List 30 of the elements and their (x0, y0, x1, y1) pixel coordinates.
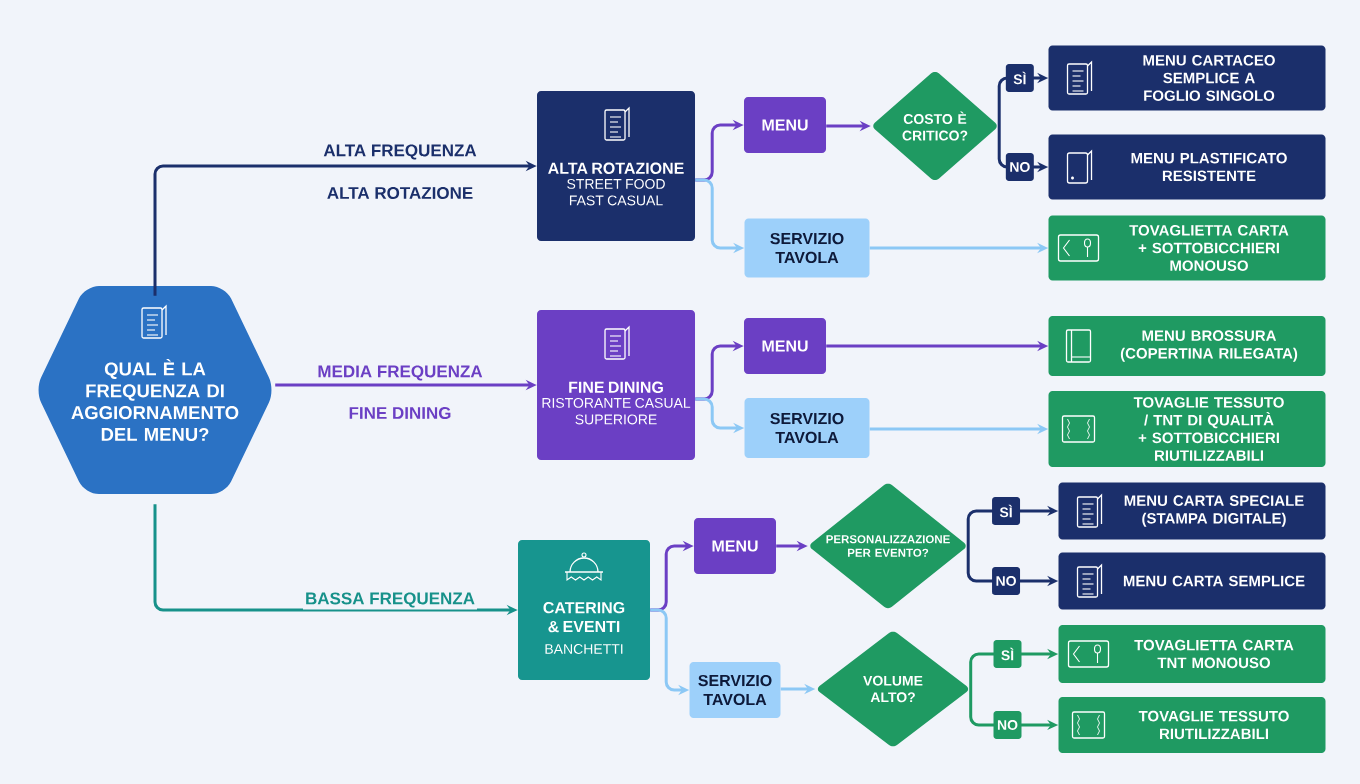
service-box: SERVIZIO TAVOLA (744, 218, 870, 278)
service-box: SERVIZIO TAVOLA (744, 398, 870, 458)
edge-label: MEDIA FREQUENZA (315, 363, 485, 383)
result-box: MENU PLASTIFICATO RESISTENTE (1048, 134, 1326, 200)
answer-badge: NO (993, 711, 1022, 739)
result-box: TOVAGLIETTA CARTA TNT MONOUSO (1058, 625, 1326, 683)
branch-label: FINE DINING (349, 407, 451, 419)
result-box: TOVAGLIETTA CARTA + SOTTOBICCHIERI MONOUSO (1048, 215, 1326, 281)
result-box: MENU CARTA SPECIALE (STAMPA DIGITALE) (1058, 482, 1326, 540)
menu-box: MENU (694, 518, 776, 574)
result-box: MENU BROSSURA (COPERTINA RILEGATA) (1048, 316, 1326, 376)
menu-box: MENU (744, 97, 826, 153)
category-box: ALTA ROTAZIONE STREET FOOD FAST CASUAL (537, 91, 695, 241)
menu-box: MENU (744, 318, 826, 374)
answer-badge: NO (992, 567, 1021, 595)
edge-label: ALTA FREQUENZA (321, 142, 479, 162)
hexagon-decision: QUAL È LA FREQUENZA DI AGGIORNAMENTO DEL MENU? (38, 286, 272, 494)
service-box: SERVIZIO TAVOLA (689, 662, 781, 718)
result-box: TOVAGLIE TESSUTO RIUTILIZZABILI (1058, 697, 1326, 753)
result-box: MENU CARTA SEMPLICE (1058, 552, 1326, 610)
answer-badge: SÌ (993, 640, 1022, 668)
answer-badge: NO (1005, 153, 1034, 181)
category-box: FINE DINING RISTORANTE CASUAL SUPERIORE (537, 310, 695, 460)
result-box: TOVAGLIE TESSUTO / TNT DI QUALITÀ + SOTTOBICCHIERI RIUTILIZZABILI (1048, 391, 1326, 467)
result-box: MENU CARTACEO SEMPLICE A FOGLIO SINGOLO (1048, 45, 1326, 111)
edge-label: BASSA FREQUENZA (303, 590, 477, 610)
answer-badge: SÌ (1005, 64, 1034, 92)
category-box: CATERING & EVENTI BANCHETTI (518, 540, 650, 680)
answer-badge: SÌ (992, 497, 1021, 525)
branch-label: ALTA ROTAZIONE (327, 187, 473, 199)
